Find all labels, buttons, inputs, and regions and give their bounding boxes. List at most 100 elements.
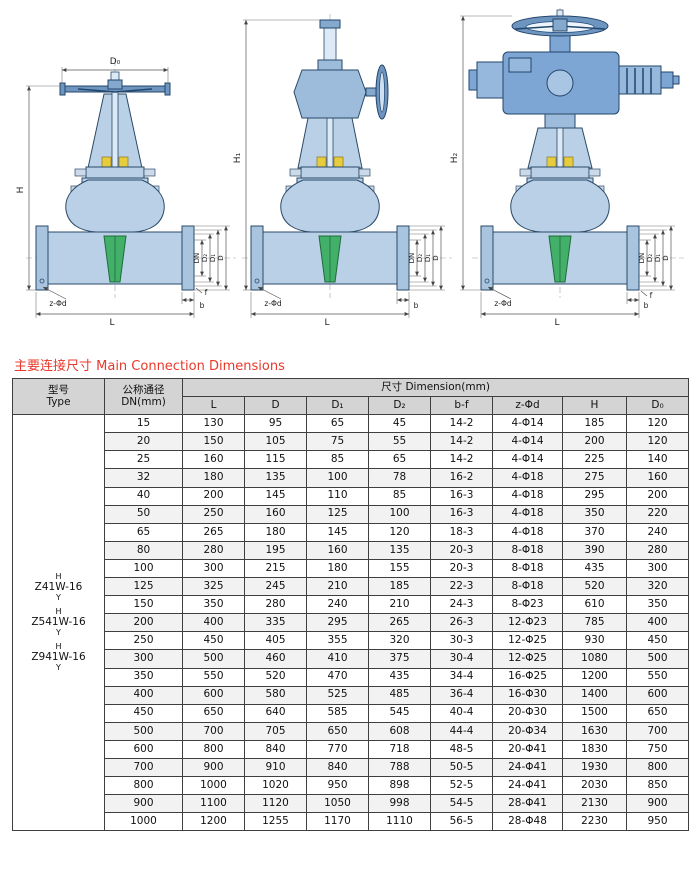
gear-valve-drawing: H₁ DN D₂ D₁ D z-Φd L b <box>233 14 452 328</box>
dim-label-l: L <box>324 318 329 328</box>
dn-cell: 300 <box>104 649 183 669</box>
dimension-cell: 4-Φ18 <box>492 468 563 488</box>
dn-cell: 50 <box>104 504 183 524</box>
dimension-cell: 12-Φ23 <box>492 613 563 633</box>
dimension-cell: 22-3 <box>430 577 493 597</box>
dimension-cell: 640 <box>244 703 307 723</box>
dimension-cell: 215 <box>244 558 307 579</box>
dimension-cell: 840 <box>306 757 369 778</box>
dimension-cell: 320 <box>625 577 690 597</box>
dimension-cell: 16-3 <box>430 486 493 506</box>
dimension-cell: 650 <box>182 703 245 723</box>
dimension-cell: 28-Φ41 <box>492 794 563 814</box>
dimension-cell: 325 <box>182 577 245 597</box>
dimension-cell: 54-5 <box>430 794 493 814</box>
dimension-cell: 350 <box>182 595 245 615</box>
dimension-cell: 18-3 <box>430 522 493 542</box>
dimension-cell: 900 <box>625 794 690 814</box>
dimension-cell: 4-Φ18 <box>492 522 563 542</box>
dimension-cell: 485 <box>368 685 431 705</box>
dimension-cell: 355 <box>306 631 369 651</box>
dn-cell: 1000 <box>104 812 183 832</box>
dimension-cell: 220 <box>625 504 690 524</box>
dimension-cell: 16-Φ30 <box>492 685 563 705</box>
dimension-cell: 16-2 <box>430 468 493 488</box>
dimension-cell: 30-3 <box>430 631 493 651</box>
dimension-cell: 200 <box>562 432 627 452</box>
dimension-cell: 295 <box>562 486 627 506</box>
dimension-cell: 40-4 <box>430 703 493 723</box>
dimension-cell: 120 <box>625 432 690 452</box>
dimension-cell: 24-3 <box>430 595 493 615</box>
dimension-cell: 240 <box>306 595 369 615</box>
dim-label-f: f <box>205 288 208 297</box>
dimension-cell: 650 <box>306 721 369 741</box>
dimension-cell: 280 <box>182 540 245 560</box>
header-dn-zh: 公称通径 <box>122 384 165 397</box>
dimension-cell: 265 <box>182 522 245 542</box>
dn-cell: 800 <box>104 776 183 796</box>
dimension-cell: 135 <box>368 540 431 560</box>
header-type-zh: 型号 <box>48 384 69 397</box>
dim-label-dn: DN <box>638 253 646 264</box>
dimension-cell: 16-3 <box>430 504 493 524</box>
dimension-cell: 34-4 <box>430 667 493 687</box>
dim-label-zphid: z-Φd <box>264 299 282 308</box>
connection-dimensions-table: 型号 Type 公称通径 DN(mm) 尺寸 Dimension(mm) L D… <box>12 377 690 832</box>
dimension-cell: 12-Φ25 <box>492 631 563 651</box>
dimension-cell: 410 <box>306 649 369 669</box>
dn-cell: 65 <box>104 522 183 542</box>
dimension-cell: 520 <box>562 577 627 597</box>
dimension-cell: 265 <box>368 613 431 633</box>
dimension-cell: 998 <box>368 794 431 814</box>
dimension-cell: 350 <box>562 504 627 524</box>
header-col-d: D <box>244 396 307 416</box>
dimension-cell: 24-Φ41 <box>492 757 563 778</box>
dimension-cell: 370 <box>562 522 627 542</box>
dimension-cell: 36-4 <box>430 685 493 705</box>
dimension-cell: 1080 <box>562 649 627 669</box>
dimension-cell: 52-5 <box>430 776 493 796</box>
dimension-cell: 400 <box>625 613 690 633</box>
dimension-cell: 120 <box>368 522 431 542</box>
section-title: 主要连接尺寸 Main Connection Dimensions <box>14 359 285 374</box>
dn-cell: 900 <box>104 794 183 814</box>
gear-housing-icon <box>293 59 389 120</box>
dimension-cell: 500 <box>625 649 690 669</box>
dimension-cell: 145 <box>306 522 369 542</box>
dimension-cell: 850 <box>625 776 690 796</box>
dimension-cell: 930 <box>562 631 627 651</box>
dimension-cell: 20-3 <box>430 558 493 579</box>
dimension-cell: 185 <box>562 414 627 434</box>
dim-label-d: D <box>662 255 670 260</box>
dimension-cell: 14-2 <box>430 450 493 470</box>
dimension-cell: 140 <box>625 450 690 470</box>
dimension-cell: 56-5 <box>430 812 493 832</box>
dimension-cell: 200 <box>625 486 690 506</box>
dimension-cell: 295 <box>306 613 369 633</box>
dim-label-d: D <box>217 255 225 260</box>
dimension-cell: 580 <box>244 685 307 705</box>
dimension-cell: 12-Φ25 <box>492 649 563 669</box>
dn-cell: 350 <box>104 667 183 687</box>
dimension-cell: 300 <box>182 558 245 579</box>
dimension-cell: 280 <box>625 540 690 560</box>
dn-cell: 100 <box>104 558 183 579</box>
dimension-cell: 16-Φ25 <box>492 667 563 687</box>
dimension-cell: 20-Φ34 <box>492 721 563 741</box>
dimension-cell: 400 <box>182 613 245 633</box>
dimension-cell: 1110 <box>368 812 431 832</box>
dimension-cell: 4-Φ14 <box>492 414 563 434</box>
dimension-cell: 150 <box>182 432 245 452</box>
